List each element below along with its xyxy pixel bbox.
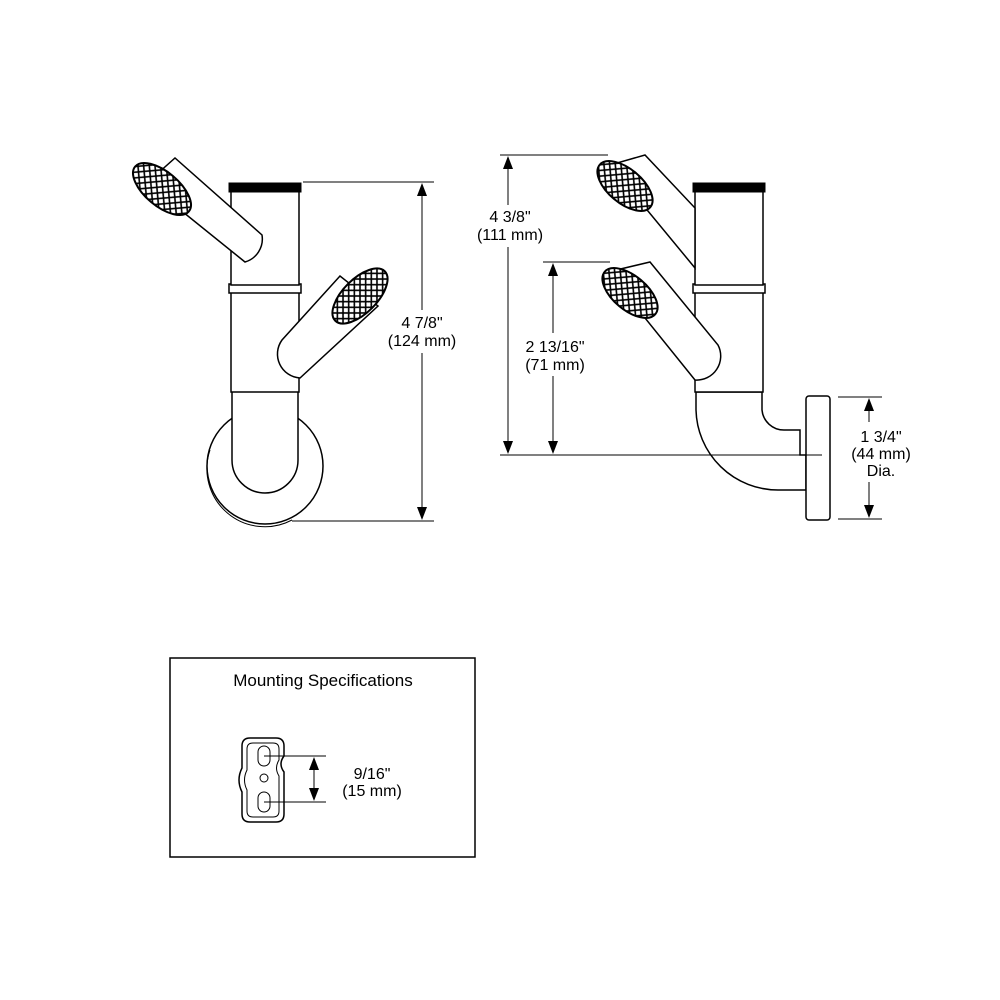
front-u-post [231,392,299,494]
front-lower-knurled-tip [331,267,389,325]
side-flange-note: Dia. [867,463,895,480]
front-height-metric: (124 mm) [388,333,456,350]
side-lower-hook [601,261,722,381]
side-lower-metric: (71 mm) [525,357,585,374]
side-top-metric: (111 mm) [477,227,543,244]
side-flange-imperial: 1 3/4" [860,429,901,446]
side-top-imperial: 4 3/8" [489,209,530,226]
side-lower-knurled-tip [601,267,659,319]
side-flange-metric: (44 mm) [851,446,911,463]
front-height-imperial: 4 7/8" [401,315,442,332]
front-upper-hook [132,156,264,263]
front-upper-knurled-tip [132,162,192,216]
mounting-title: Mounting Specifications [233,671,413,690]
front-base-edge [206,449,293,528]
side-view: 4 3/8" (111 mm) 2 13/16" (71 mm) 1 3/4" … [477,154,911,521]
mounting-spacing-imperial: 9/16" [354,766,391,783]
front-lower-hook [276,267,389,379]
side-upper-body [694,190,764,286]
side-top-cap [692,182,766,193]
mounting-bracket-plate [238,737,285,823]
mounting-bracket-inner [244,742,280,818]
mounting-center-hole [259,773,269,783]
mounting-spacing-metric: (15 mm) [342,783,402,800]
front-view: 4 7/8" (124 mm) [132,156,456,528]
mounting-panel-frame [169,657,476,858]
side-bent-arm [695,391,807,491]
side-upper-knurled-tip [596,160,654,212]
mounting-specifications-panel: Mounting Specifications 9/16" (15 mm) [169,657,476,858]
side-upper-hook [596,154,696,271]
side-wall-flange [805,395,831,521]
front-top-cap [228,182,302,193]
side-lower-imperial: 2 13/16" [525,339,584,356]
